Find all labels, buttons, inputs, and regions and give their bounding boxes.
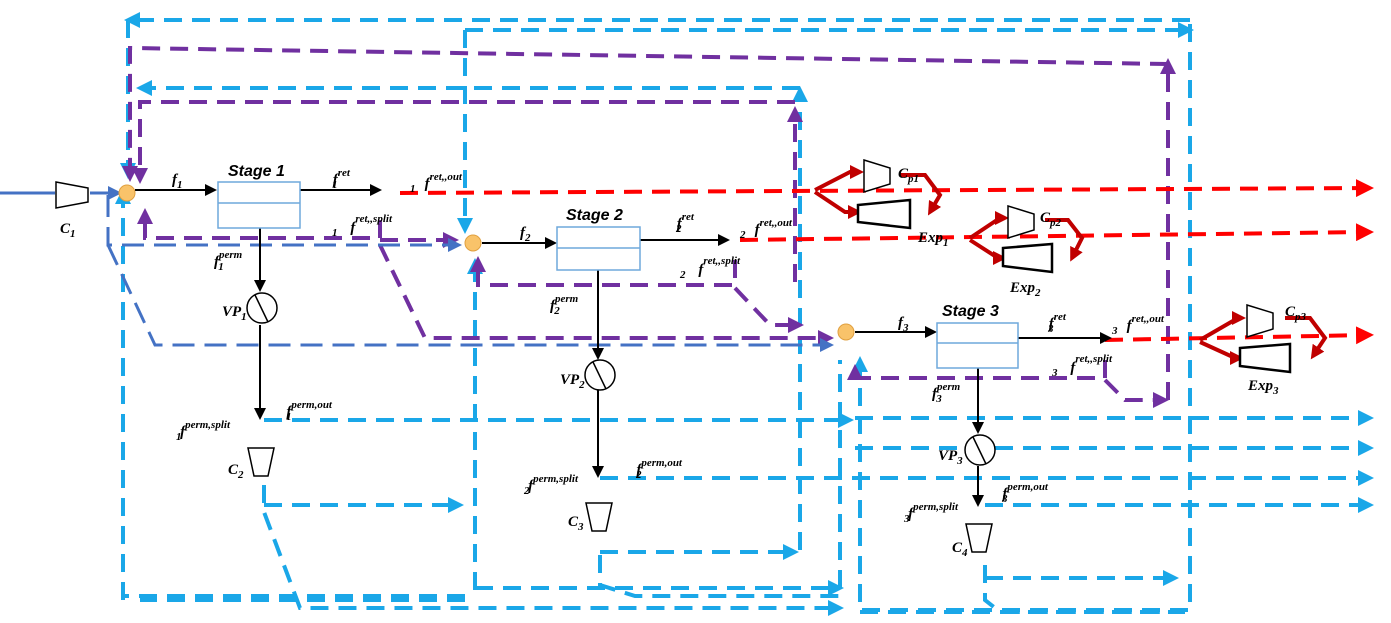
vacuum-pump-2-icon	[584, 359, 616, 391]
purple-recycle-streams	[122, 45, 1176, 408]
vacuum-pump-1-icon	[246, 292, 278, 324]
label-exp1: Exp1	[917, 230, 949, 249]
stage-1-module	[217, 181, 301, 229]
label-cp2: Cp2	[1040, 210, 1062, 229]
mixer-3	[837, 323, 855, 341]
expander-exp1-icon	[856, 198, 912, 230]
feed-streams	[0, 186, 834, 352]
compressor-c4-icon	[965, 523, 993, 553]
stage-2-module	[556, 226, 641, 271]
cp2-exp2-loop	[968, 204, 1085, 274]
label-f1: f1	[172, 172, 183, 191]
cp3-exp3-loop	[1198, 303, 1328, 374]
compressor-cp3-icon	[1246, 303, 1274, 339]
expander-exp2-icon	[1001, 242, 1054, 274]
label-c1: C1	[60, 221, 76, 240]
compressor-c1-icon	[55, 181, 89, 209]
main-process-arrows	[135, 184, 1112, 507]
label-c3: C3	[568, 514, 584, 533]
compressor-c2-icon	[247, 447, 275, 477]
stage-3-title: Stage 3	[942, 303, 999, 320]
label-c4: C4	[952, 540, 968, 559]
label-cp3: Cp3	[1285, 304, 1307, 323]
cp1-exp1-loop	[813, 158, 943, 230]
label-vp1: VP1	[222, 304, 247, 323]
mixer-2	[464, 234, 482, 252]
compressor-cp2-icon	[1007, 204, 1035, 240]
label-c2: C2	[228, 462, 244, 481]
mixer-1	[118, 184, 136, 202]
stage-1-title: Stage 1	[228, 163, 285, 180]
stage-2-title: Stage 2	[566, 207, 623, 224]
vacuum-pump-3-icon	[964, 434, 996, 466]
label-f2: f2	[520, 225, 531, 244]
stage-3-module	[936, 322, 1019, 369]
label-vp2: VP2	[560, 372, 585, 391]
compressor-c3-icon	[585, 502, 613, 532]
compressor-cp1-icon	[863, 158, 891, 194]
expander-exp3-icon	[1238, 342, 1292, 374]
label-exp2: Exp2	[1009, 280, 1041, 299]
label-vp3: VP3	[938, 448, 963, 467]
label-cp1: Cp1	[898, 166, 919, 185]
red-product-streams	[399, 179, 1374, 345]
cyan-recycle-streams	[115, 12, 1374, 616]
label-exp3: Exp3	[1247, 378, 1279, 397]
label-f3: f3	[898, 315, 909, 334]
